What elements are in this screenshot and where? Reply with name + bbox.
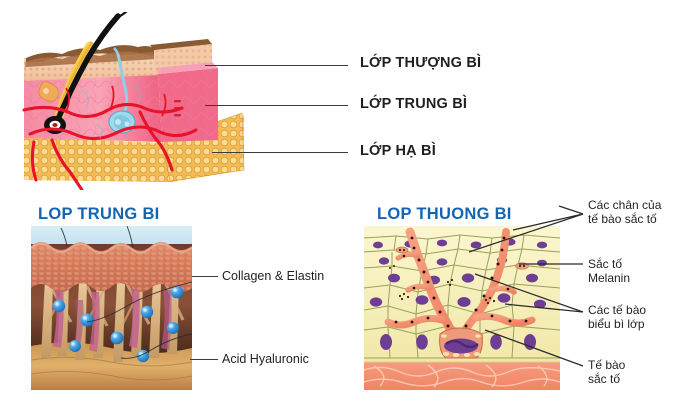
epidermis-svg <box>364 226 560 390</box>
badge-lop-trung-bi: LOP TRUNG BI <box>38 205 160 224</box>
leader-line-collagen-elastin <box>192 276 218 278</box>
label-collagen-elastin: Collagen & Elastin <box>222 269 325 283</box>
label-pigment-cell: Tế bào sắc tố <box>588 358 626 386</box>
dermis-photo-figure <box>31 226 192 390</box>
badge-lop-thuong-bi: LOP THUONG BI <box>377 205 512 224</box>
leader-line-dermis <box>205 105 348 107</box>
leader-line-acid-hyaluronic <box>190 359 218 361</box>
label-lop-thuong-bi: LỚP THƯỢNG BÌ <box>360 55 482 71</box>
leader-line-hypodermis <box>212 152 348 154</box>
skin-cross-section-3d-figure <box>22 12 262 190</box>
hyaluronic-beads <box>52 285 184 363</box>
label-lop-ha-bi: LỚP HẠ BÌ <box>360 143 436 159</box>
melanocyte <box>384 227 536 359</box>
label-lop-trung-bi: LỚP TRUNG BÌ <box>360 96 468 112</box>
label-epidermal-cells: Các tế bào biểu bì lớp <box>588 303 647 331</box>
epidermis-callout-leaders <box>468 205 584 367</box>
leader-line-epidermis <box>205 65 348 67</box>
dermis-svg <box>31 226 192 390</box>
label-melanocyte-dendrites: Các chân của tế bào sắc tố <box>588 198 662 226</box>
epidermis-illustration-figure <box>364 226 560 390</box>
skin-block-svg <box>22 12 245 190</box>
label-acid-hyaluronic: Acid Hyaluronic <box>222 352 309 366</box>
label-melanin-pigment: Sắc tố Melanin <box>588 257 631 285</box>
